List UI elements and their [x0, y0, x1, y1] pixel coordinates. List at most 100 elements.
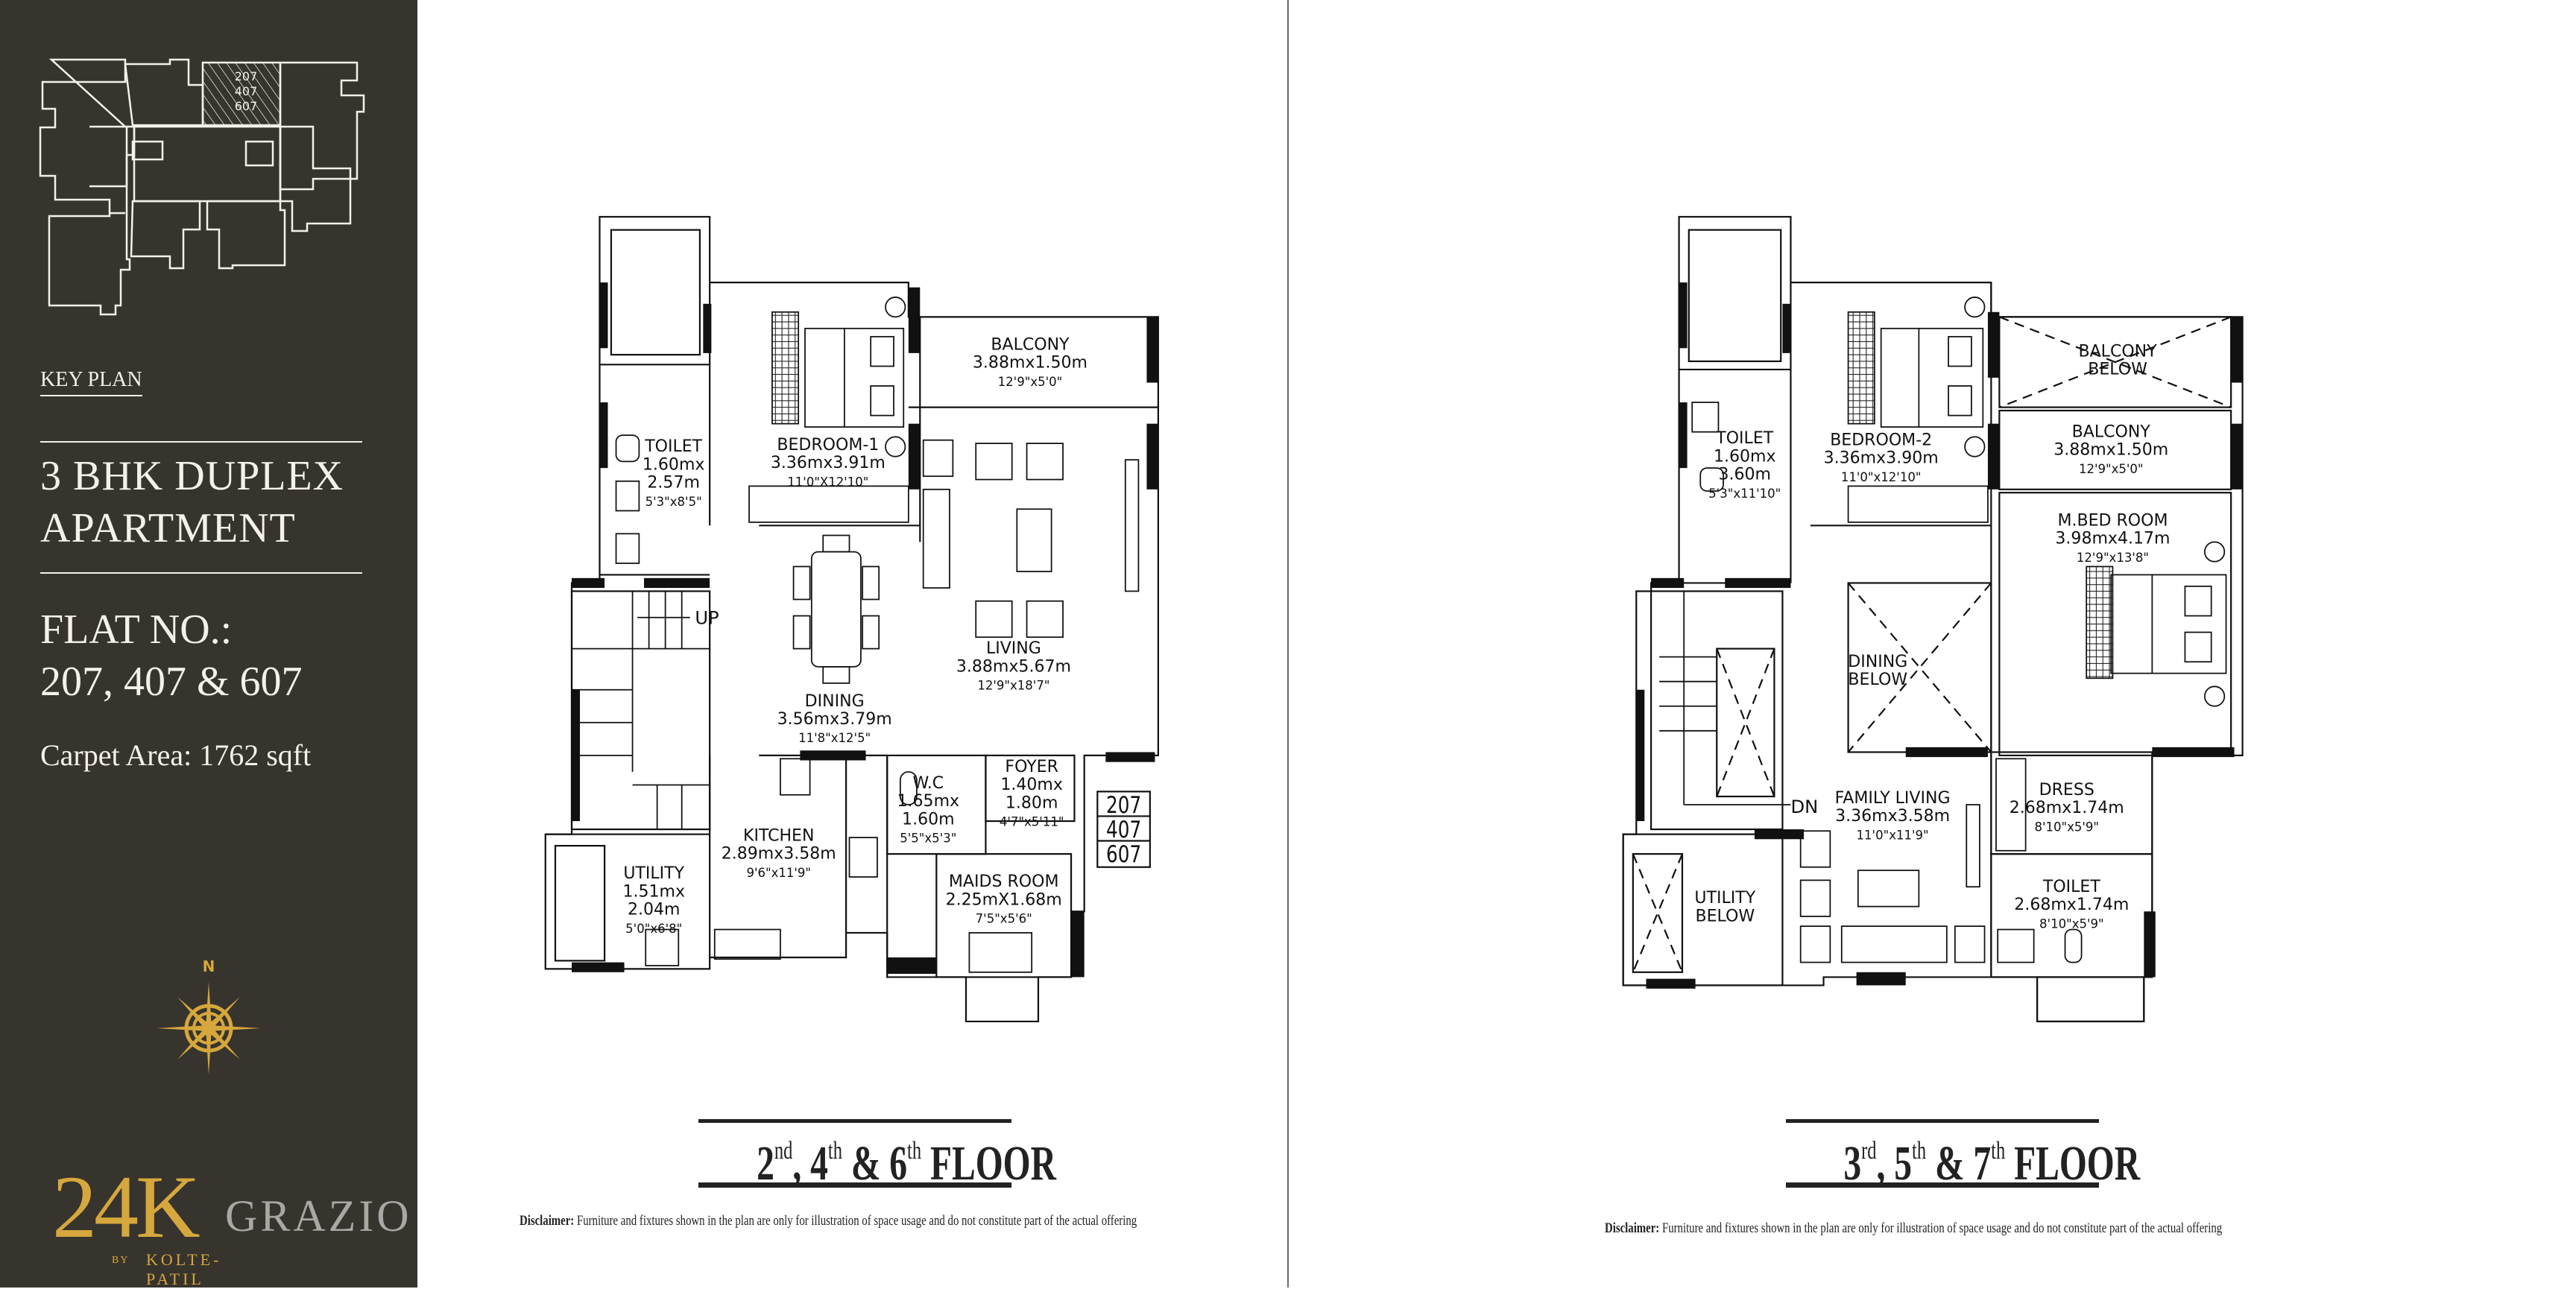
room-label-line: UTILITY — [623, 864, 684, 883]
room-label-line: 1.60m — [902, 810, 955, 829]
room-label-line: M.BED ROOM — [2057, 511, 2168, 530]
room-label-line: 12'9"x5'0" — [998, 375, 1063, 389]
room-label-line: BALCONY — [2072, 422, 2151, 441]
room-label-line: 4'7"x5'11" — [1000, 815, 1064, 829]
carpet-area: Carpet Area: 1762 sqft — [40, 738, 312, 772]
staircase — [572, 591, 710, 830]
room-label-line: 3.88mx5.67m — [956, 657, 1071, 676]
room-label-line: 3.56mx3.79m — [777, 710, 892, 729]
room-label-line: W.C — [912, 774, 944, 793]
room-label-line: 2.57m — [647, 474, 700, 493]
room-label-line: 3.88mx1.50m — [973, 354, 1087, 373]
room-label-line: 8'10"x5'9" — [2039, 916, 2104, 931]
room-label-line: 2.25mX1.68m — [946, 890, 1062, 909]
room-label-line: 9'6"x11'9" — [746, 866, 811, 880]
divider — [40, 441, 362, 443]
flat-number: 407 — [1106, 816, 1141, 843]
divider — [40, 572, 362, 574]
sidebar: 207 407 607 KEY PLAN 3 BHK DUPLEX APARTM… — [0, 0, 417, 1288]
room-label-line: 8'10"x5'9" — [2034, 820, 2099, 834]
room-label-line: 2.68mx1.74m — [2010, 799, 2124, 817]
room-label-line: BELOW — [1848, 671, 1907, 689]
room-label-line: 1.51mx — [622, 882, 685, 901]
room-label-line: BALCONY — [2078, 342, 2157, 361]
room-label-line: 1.80m — [1006, 794, 1058, 812]
room-label-line: 3.60m — [1718, 466, 1771, 484]
plan-outline — [544, 215, 1159, 1023]
room-label-line: BELOW — [2088, 361, 2147, 379]
room-label-line: DINING — [805, 692, 865, 711]
room-label-line: BEDROOM-2 — [1830, 431, 1932, 449]
room-label-line: 1.65mx — [897, 792, 960, 811]
room-label-line: 12'9"x5'0" — [2079, 462, 2144, 476]
room-label-line: MAIDS ROOM — [949, 872, 1059, 891]
room-label-line: 1.60mx — [1714, 447, 1776, 466]
room-label-line: KITCHEN — [743, 826, 814, 845]
svg-text:N: N — [203, 957, 215, 975]
furniture — [615, 297, 1140, 973]
stair-label: UP — [695, 607, 719, 629]
room-label-line: 3.36mx3.58m — [1835, 807, 1950, 826]
room-label-line: 11'0"x11'9" — [1857, 828, 1929, 842]
key-plan-unit-labels: 207 407 607 — [235, 69, 258, 113]
key-plan-diagram: 207 407 607 — [39, 58, 365, 316]
disclaimer: Disclaimer: Furniture and fixtures shown… — [520, 1213, 1137, 1229]
room-label-line: 11'8"x12'5" — [798, 731, 871, 745]
room-label-line: BALCONY — [991, 335, 1070, 354]
room-label-line: 12'9"x13'8" — [2077, 551, 2149, 565]
svg-text:207: 207 — [235, 69, 258, 83]
room-label-line: 3.98mx4.17m — [2055, 530, 2170, 548]
room-label-line: 3.88mx1.50m — [2053, 441, 2168, 460]
floor-title-2-4-6: 2nd, 4th & 6th FLOOR — [698, 1119, 1056, 1191]
room-label-line: UTILITY — [1694, 889, 1755, 908]
room-label-line: FAMILY LIVING — [1835, 789, 1951, 808]
room-label-line: 11'0"x12'10" — [1841, 470, 1922, 484]
svg-text:407: 407 — [235, 84, 258, 98]
floor-title-3-5-7: 3rd, 5th & 7th FLOOR — [1786, 1119, 2140, 1191]
svg-text:607: 607 — [235, 99, 258, 113]
room-label-line: 5'5"x5'3" — [900, 832, 956, 846]
furniture — [1691, 297, 2227, 963]
disclaimer: Disclaimer: Furniture and fixtures shown… — [1605, 1220, 2223, 1236]
room-label-line: 2.04m — [628, 901, 681, 919]
flat-number-box — [1096, 791, 1151, 868]
apartment-type: 3 BHK DUPLEX APARTMENT — [40, 453, 344, 551]
room-label-line: 3.36mx3.91m — [771, 454, 886, 472]
flat-number: 607 — [1106, 840, 1141, 867]
room-label-line: BEDROOM-1 — [777, 436, 879, 455]
room-label-line: 2.68mx1.74m — [2014, 896, 2129, 914]
room-label-line: TOILET — [644, 437, 702, 456]
compass-icon: N — [157, 957, 261, 1074]
staircase — [1659, 591, 1791, 805]
flat-numbers: FLAT NO.: 207, 407 & 607 — [40, 607, 303, 705]
room-label-line: 12'9"x18'7" — [977, 679, 1049, 693]
room-label-line: DINING — [1848, 653, 1907, 671]
room-label-line: TOILET — [2042, 878, 2100, 896]
room-label-line: 1.60mx — [643, 455, 705, 474]
room-label-line: 2.89mx3.58m — [722, 845, 836, 864]
room-label-line: 5'3"x8'5" — [645, 495, 702, 509]
room-label-line: FOYER — [1005, 758, 1058, 776]
flat-number: 207 — [1106, 791, 1141, 818]
room-label-line: 5'0"x6'8" — [625, 922, 682, 936]
room-label-line: 1.40mx — [1000, 776, 1063, 794]
